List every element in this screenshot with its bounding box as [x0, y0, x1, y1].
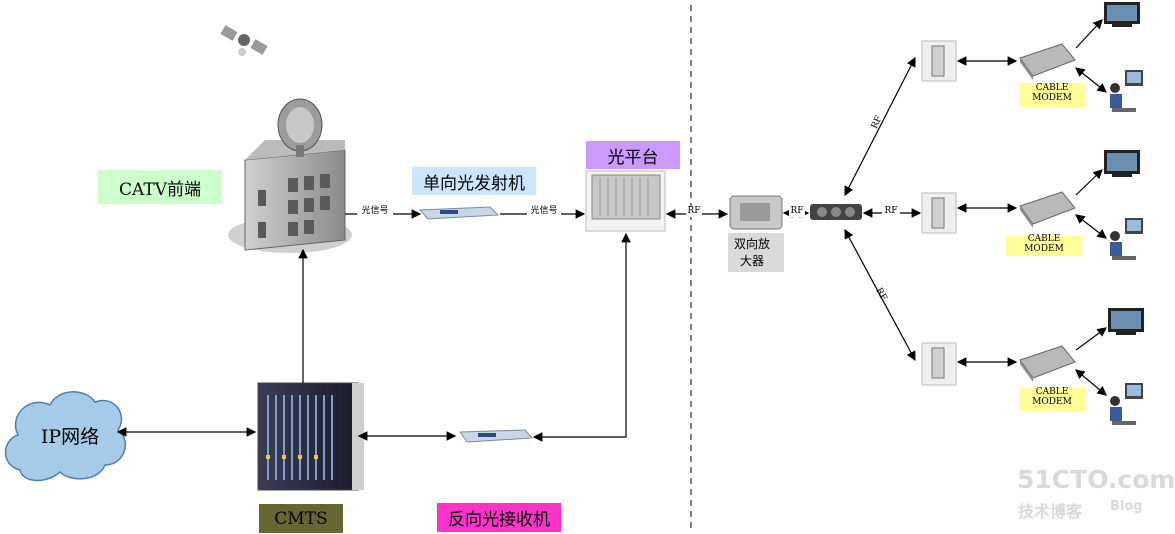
pc-user-icon-2 — [1110, 218, 1143, 260]
splitter-icon — [810, 204, 862, 220]
ip-network-label: IP网络 — [40, 425, 100, 448]
catv-headend-label: CATV前端 — [119, 179, 201, 200]
tap-icon-1 — [921, 40, 957, 82]
modem3-pc-arrow — [1075, 369, 1107, 396]
platform-reverse-arrow — [532, 232, 631, 442]
pc-user-icon-3 — [1110, 383, 1143, 425]
reverse-receiver-icon — [459, 429, 534, 443]
cable-modem-label-2: CABLE MODEM — [1024, 234, 1064, 254]
tap-icon-2 — [921, 192, 957, 234]
tv-icon-3 — [1108, 308, 1144, 335]
cmts-label: CMTS — [274, 508, 328, 529]
catv-box — [98, 170, 222, 204]
tv-icon-2 — [1104, 150, 1140, 177]
watermark-blog: Blog — [1110, 499, 1143, 514]
tv-icon-1 — [1104, 2, 1140, 27]
unidirectional-tx-label: 单向光发射机 — [423, 173, 525, 194]
amp-box — [728, 233, 784, 272]
rf-label-3: RF — [882, 206, 900, 217]
watermark-brand: 51CTO.com — [1017, 465, 1175, 494]
cmts-rack-icon — [257, 382, 364, 491]
modem3-tv-arrow — [1075, 327, 1107, 351]
cable-modem-icon-1 — [1019, 43, 1076, 80]
ip-cloud-icon — [4, 391, 127, 482]
bidirectional-amplifier-icon — [729, 195, 783, 230]
optical-platform-icon — [585, 170, 666, 232]
modem2-pc-arrow — [1075, 214, 1107, 239]
cable-modem-icon-3 — [1019, 345, 1076, 382]
cmts-box — [259, 504, 343, 533]
optical-signal-label-1: 光信号 — [357, 206, 393, 217]
satellite-icon — [220, 25, 268, 56]
optical-transmitter-icon — [418, 206, 500, 220]
headend-building-icon — [228, 98, 352, 253]
modem-box-3 — [1019, 388, 1085, 411]
modem1-pc-arrow — [1075, 67, 1107, 93]
cable-modem-label-3: CABLE MODEM — [1032, 387, 1072, 407]
splitter-tap3-arrow — [844, 228, 916, 362]
rf-label-2: RF — [789, 206, 805, 217]
modem2-tv-arrow — [1075, 169, 1103, 196]
tx-box — [412, 167, 536, 195]
bidir-amp-label: 双向放大器 — [733, 237, 770, 268]
modem-box-1 — [1019, 83, 1085, 107]
rf-label-1: RF — [686, 206, 702, 217]
optical-signal-label-2: 光信号 — [527, 206, 561, 217]
splitter-tap1-arrow — [844, 56, 916, 197]
modem-box-2 — [1006, 236, 1082, 256]
watermark-sub: 技术博客 — [1018, 502, 1083, 521]
tap-icon-3 — [921, 342, 957, 386]
cable-modem-icon-2 — [1019, 191, 1076, 228]
pc-user-icon-1 — [1110, 70, 1143, 112]
platform-box — [586, 141, 680, 169]
optical-platform-label: 光平台 — [607, 147, 659, 168]
reverse-box — [437, 503, 561, 532]
modem1-tv-arrow — [1075, 19, 1103, 49]
cable-modem-label-1: CABLE MODEM — [1032, 83, 1072, 103]
reverse-rx-label: 反向光接收机 — [448, 510, 550, 530]
